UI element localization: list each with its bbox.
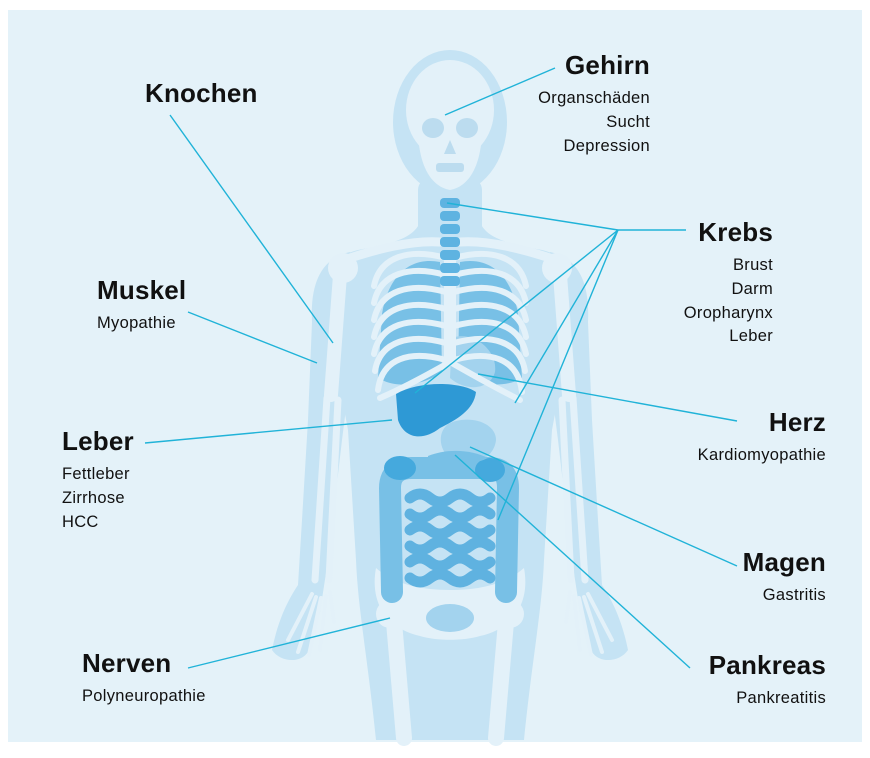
thumb-bone (330, 592, 334, 622)
colon-left-flexure (384, 456, 416, 480)
label-item: Zirrhose (62, 487, 134, 511)
bladder (426, 604, 474, 632)
thumb-bone (566, 592, 570, 622)
label-pankreas: Pankreas Pankreatitis (709, 650, 826, 711)
label-items-gehirn: Organschäden Sucht Depression (538, 87, 650, 158)
label-items-krebs: Brust Darm Oropharynx Leber (684, 254, 773, 349)
vertebra (440, 211, 460, 221)
label-title-pankreas: Pankreas (709, 650, 826, 680)
vertebra (440, 263, 460, 273)
vertebra (440, 250, 460, 260)
label-items-herz: Kardiomyopathie (698, 444, 826, 468)
label-item: Darm (684, 278, 773, 302)
label-item: Gastritis (743, 584, 826, 608)
label-item: Sucht (538, 111, 650, 135)
label-title-herz: Herz (698, 407, 826, 437)
label-items-muskel: Myopathie (97, 312, 186, 336)
label-title-magen: Magen (743, 547, 826, 577)
label-item: Depression (538, 135, 650, 159)
label-items-pankreas: Pankreatitis (709, 687, 826, 711)
label-item: Brust (684, 254, 773, 278)
colon-right-flexure (475, 458, 505, 482)
label-item: Fettleber (62, 463, 134, 487)
left-eye-socket (422, 118, 444, 138)
right-eye-socket (456, 118, 478, 138)
label-items-magen: Gastritis (743, 584, 826, 608)
label-item: HCC (62, 511, 134, 535)
label-title-gehirn: Gehirn (538, 50, 650, 80)
connector-line-knochen (170, 115, 333, 343)
right-humerus (560, 275, 569, 395)
connector-line-muskel (188, 312, 317, 363)
label-nerven: Nerven Polyneuropathie (82, 648, 206, 709)
label-herz: Herz Kardiomyopathie (698, 407, 826, 468)
label-item: Polyneuropathie (82, 685, 206, 709)
label-items-nerven: Polyneuropathie (82, 685, 206, 709)
left-humerus (331, 275, 340, 395)
label-title-krebs: Krebs (684, 217, 773, 247)
label-muskel: Muskel Myopathie (97, 275, 186, 336)
label-knochen: Knochen (145, 78, 258, 108)
right-femur (496, 622, 506, 738)
label-krebs: Krebs Brust Darm Oropharynx Leber (684, 217, 773, 349)
label-item: Kardiomyopathie (698, 444, 826, 468)
vertebra (440, 237, 460, 247)
vertebra (440, 276, 460, 286)
label-item: Organschäden (538, 87, 650, 111)
label-leber: Leber Fettleber Zirrhose HCC (62, 426, 134, 534)
label-title-leber: Leber (62, 426, 134, 456)
label-item: Myopathie (97, 312, 186, 336)
label-title-nerven: Nerven (82, 648, 206, 678)
teeth (436, 163, 464, 172)
vertebra (440, 224, 460, 234)
label-gehirn: Gehirn Organschäden Sucht Depression (538, 50, 650, 158)
label-items-leber: Fettleber Zirrhose HCC (62, 463, 134, 534)
label-item: Leber (684, 325, 773, 349)
label-item: Pankreatitis (709, 687, 826, 711)
left-femur (394, 622, 404, 738)
cervical-spine (440, 198, 460, 286)
label-title-muskel: Muskel (97, 275, 186, 305)
label-magen: Magen Gastritis (743, 547, 826, 608)
label-title-knochen: Knochen (145, 78, 258, 108)
label-item: Oropharynx (684, 302, 773, 326)
